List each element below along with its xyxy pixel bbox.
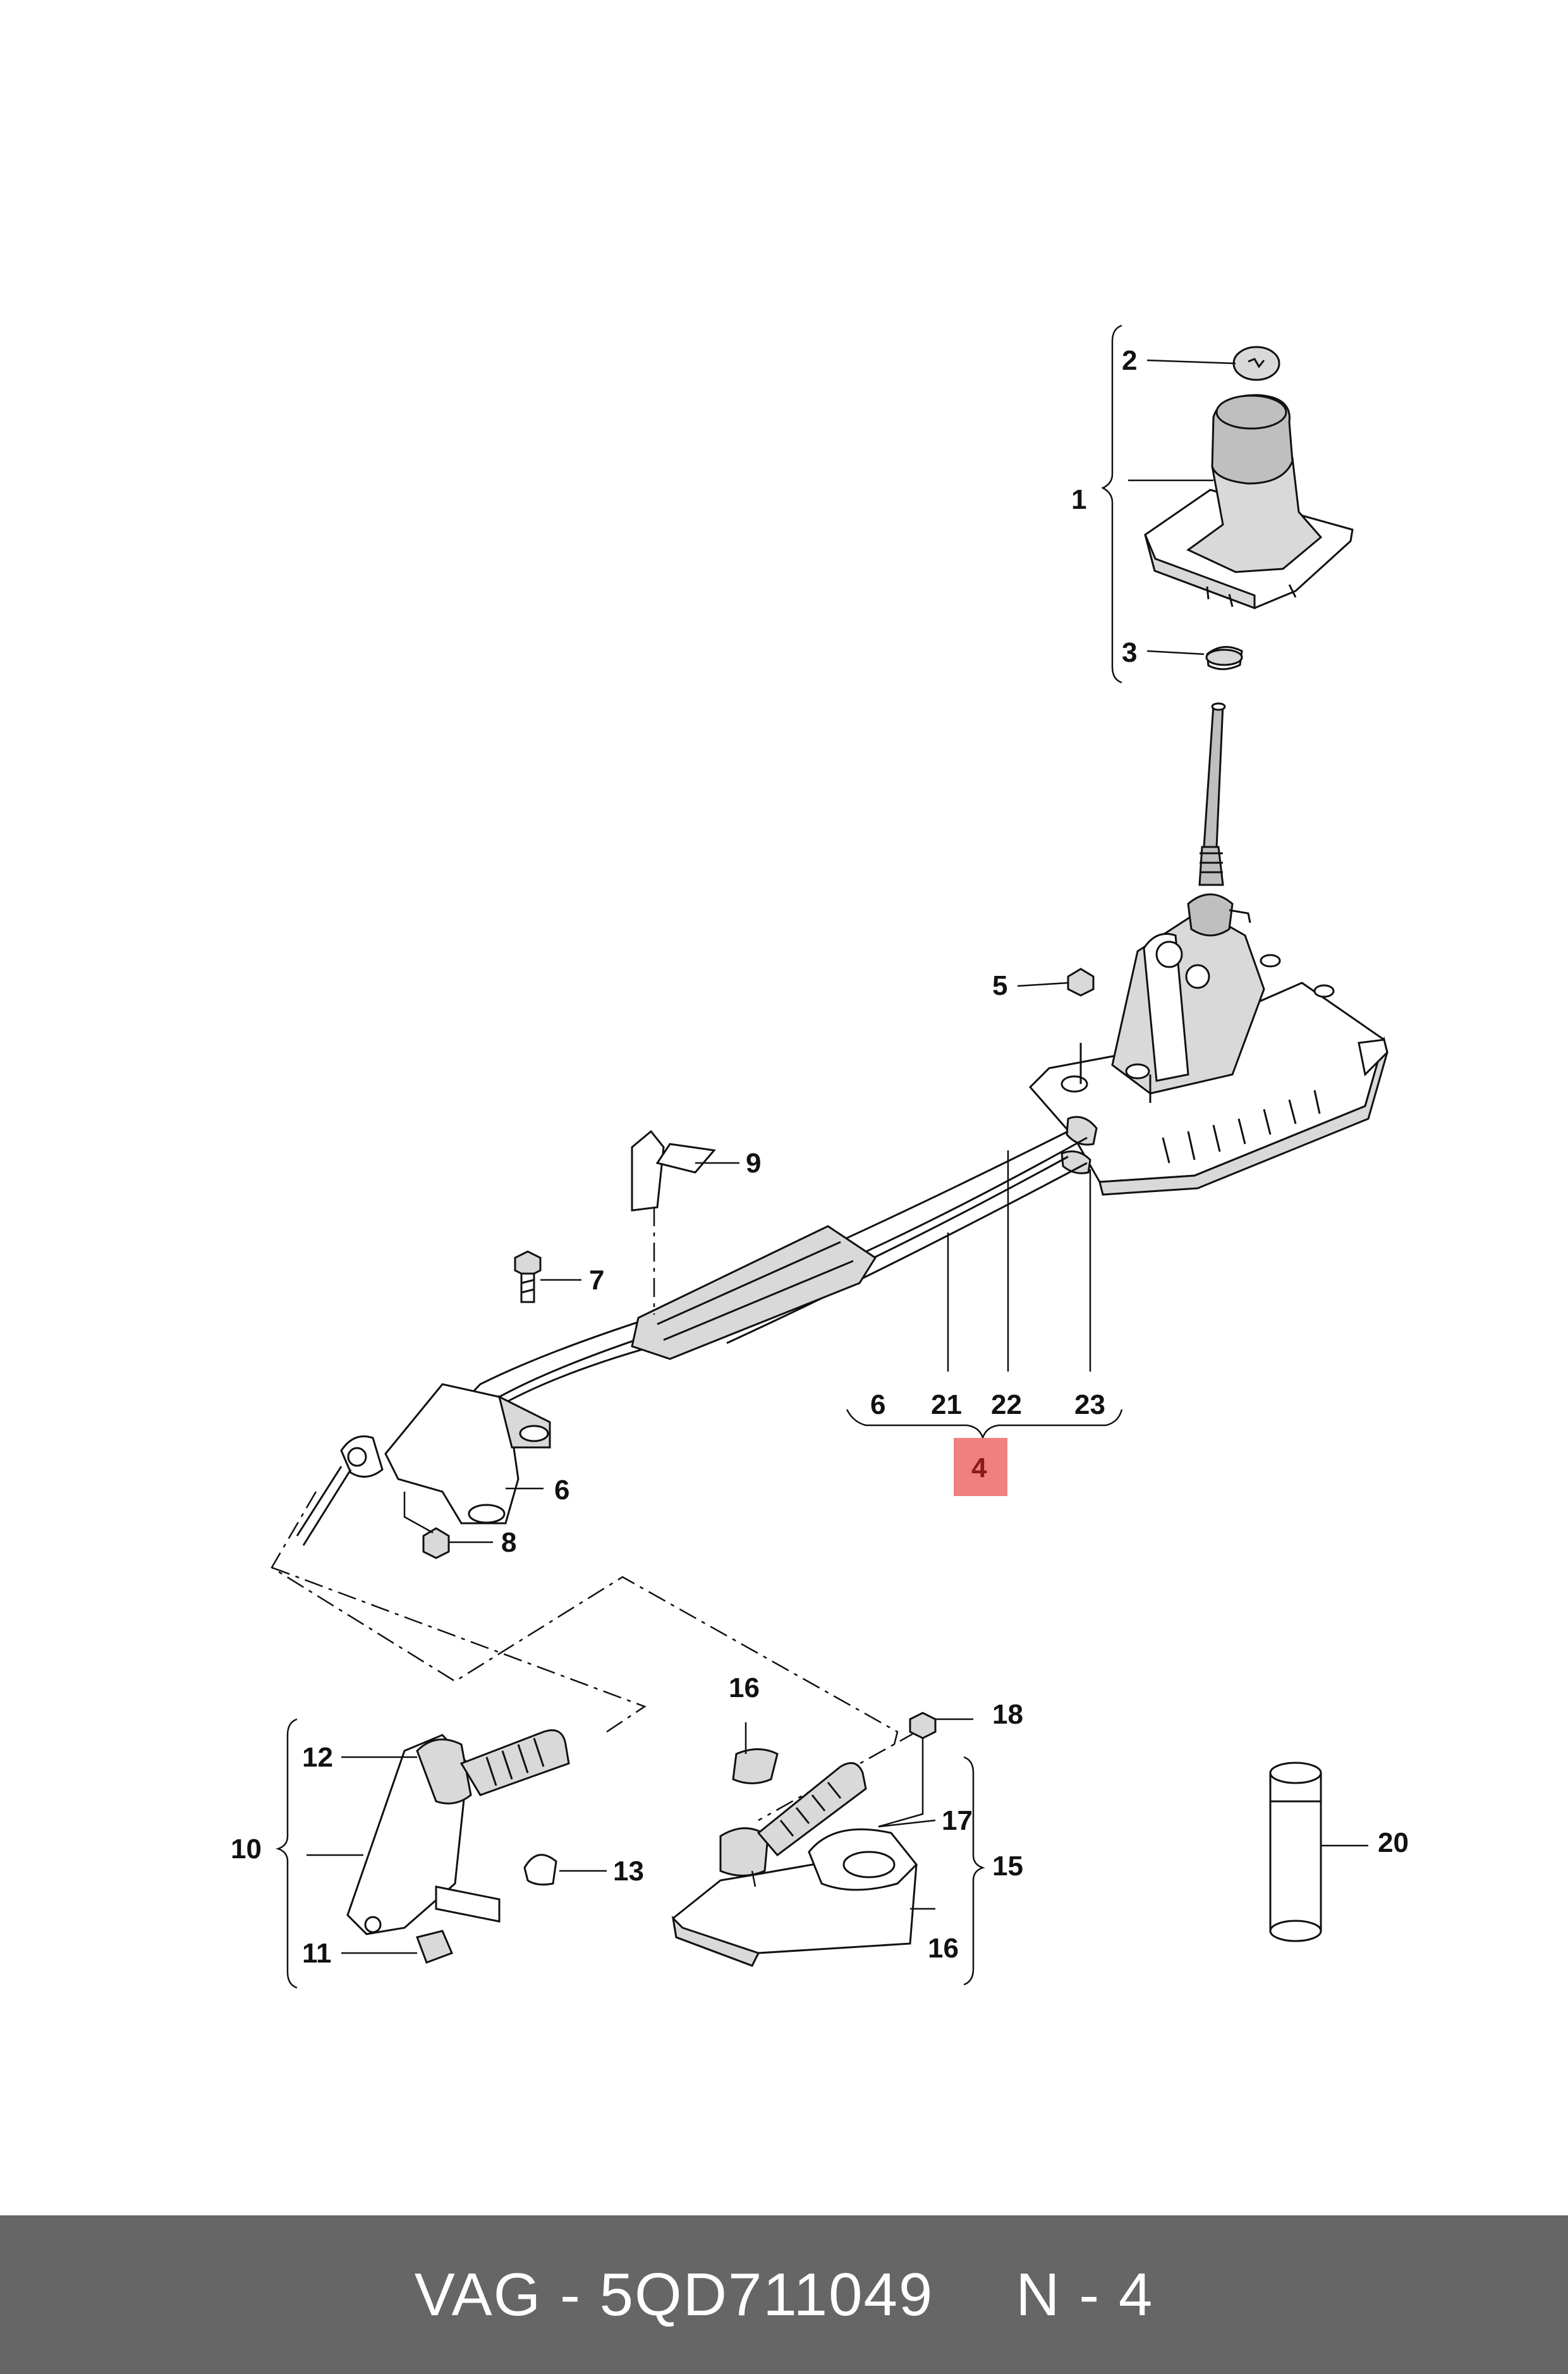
callout-20: 20: [1378, 1827, 1409, 1858]
callout-5: 5: [992, 970, 1007, 1001]
callout-15: 15: [992, 1851, 1023, 1882]
highlight-box: [954, 1438, 1007, 1496]
cable-clip: [631, 1129, 716, 1212]
callout-18: 18: [992, 1699, 1023, 1730]
callout-13: 13: [613, 1856, 644, 1887]
callout-22: 22: [991, 1389, 1022, 1420]
small-clip: [523, 1854, 557, 1886]
part-number-label: VAG - 5QD711049: [414, 2260, 934, 2328]
selector-housing: [1028, 893, 1389, 1196]
shift-cables: [454, 1130, 1088, 1448]
emblem-cap: [1232, 346, 1280, 381]
leader-lines: [276, 324, 1368, 1989]
selector-lever: [671, 1712, 937, 1967]
callout-12: 12: [302, 1742, 333, 1773]
clip-ring: [1205, 646, 1243, 671]
callout-3: 3: [1122, 637, 1137, 668]
gearbox-lever: [346, 1729, 570, 1935]
shift-lever-rod: [1198, 702, 1226, 886]
cable-bracket: [296, 1383, 551, 1546]
callout-10: 10: [231, 1834, 262, 1865]
position-label: N - 4: [1016, 2260, 1154, 2328]
square-clip: [416, 1930, 453, 1964]
callout-23: 23: [1074, 1389, 1105, 1420]
callout-4: 4: [971, 1452, 987, 1483]
callout-2: 2: [1122, 345, 1137, 376]
callout-6-group: 6: [870, 1389, 885, 1420]
bolt: [514, 1250, 542, 1303]
grease-tube: [1269, 1762, 1322, 1942]
callout-9: 9: [746, 1148, 761, 1179]
callout-16-bottom: 16: [928, 1933, 959, 1964]
callout-11: 11: [302, 1938, 332, 1969]
connection-lines: [270, 1207, 917, 1822]
callout-1: 1: [1071, 484, 1086, 515]
nut-top: [1067, 968, 1095, 997]
callout-8: 8: [501, 1527, 516, 1558]
gear-knob-boot: [1144, 394, 1354, 610]
callout-6-bracket: 6: [554, 1475, 569, 1506]
callout-16-top: 16: [729, 1672, 760, 1703]
callout-17: 17: [942, 1805, 973, 1836]
callout-7: 7: [589, 1265, 604, 1296]
callout-labels: 2 1 3 5 9 7 6 21 22 23 4 6 8 16 18 12 17…: [231, 345, 1409, 1969]
footer-bar: VAG - 5QD711049 N - 4: [0, 2215, 1568, 2374]
callout-21: 21: [931, 1389, 962, 1420]
nut: [422, 1527, 450, 1559]
